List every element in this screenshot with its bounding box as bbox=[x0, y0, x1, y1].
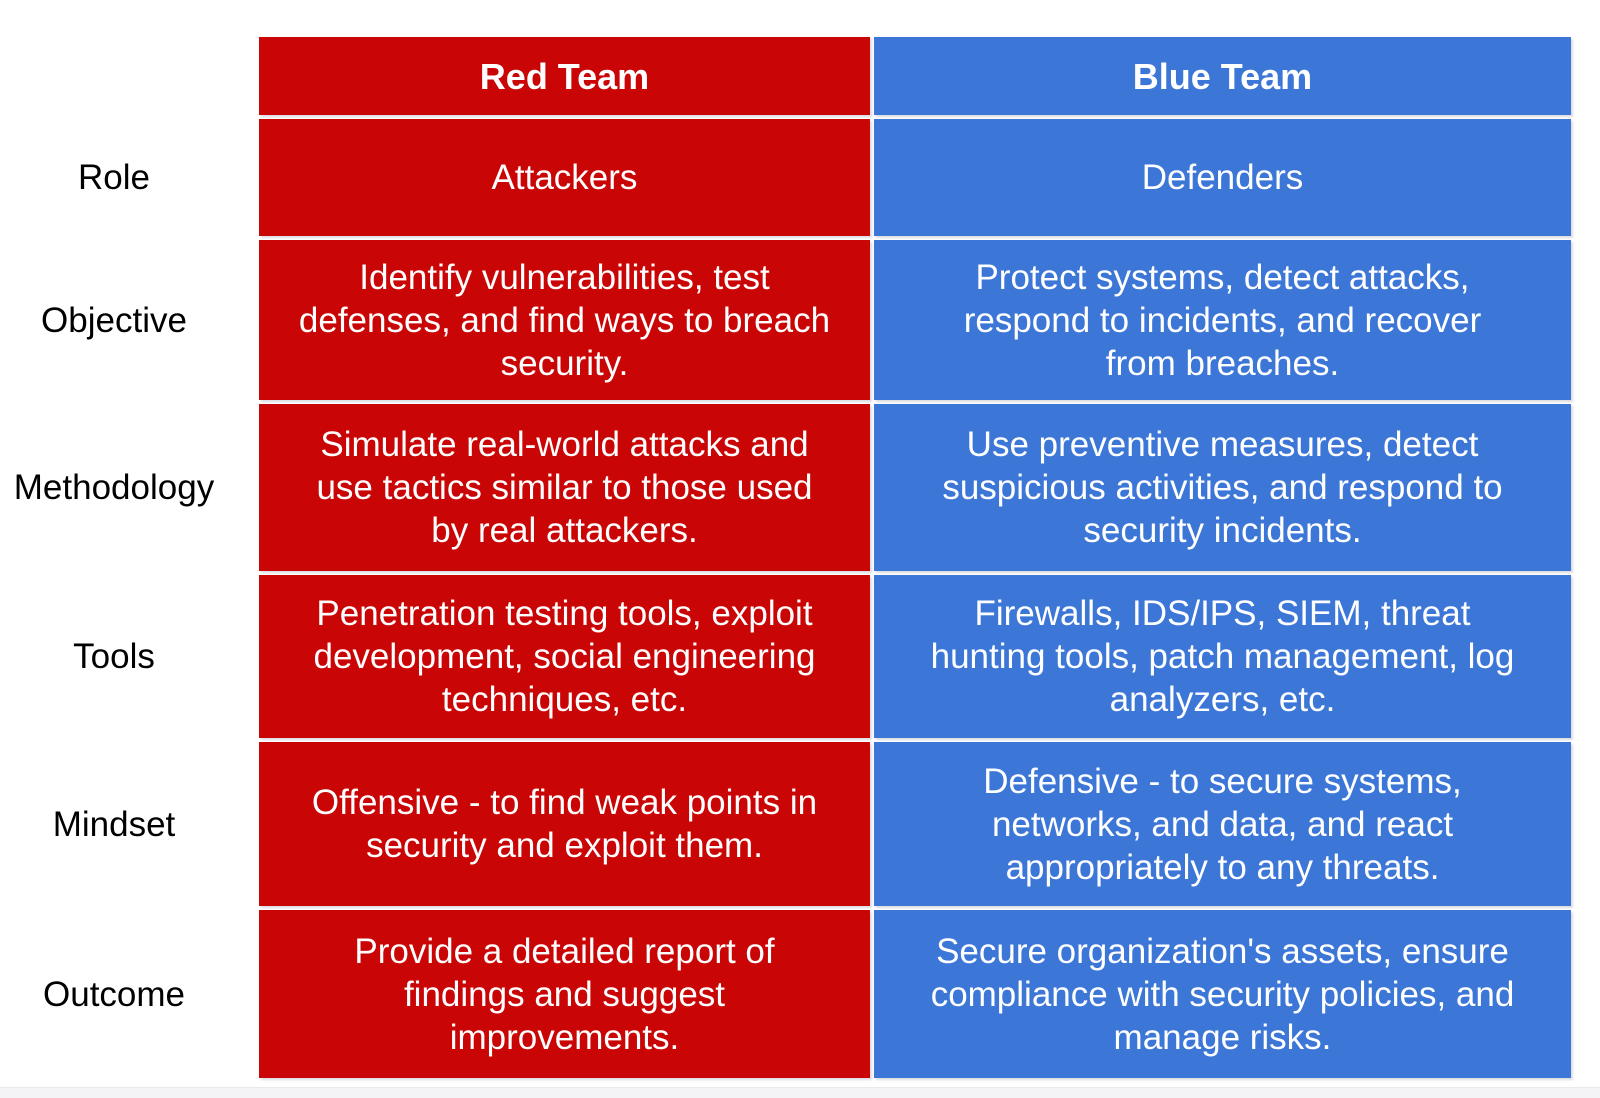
comparison-table: Red Team Blue Team Role Attackers Defend… bbox=[0, 37, 1571, 1078]
blue-team-cell: Secure organization's assets, ensure com… bbox=[874, 910, 1571, 1078]
header-spacer bbox=[0, 37, 255, 115]
red-team-cell: Attackers bbox=[259, 119, 870, 236]
red-team-cell: Offensive - to find weak points in secur… bbox=[259, 742, 870, 906]
red-team-cell: Simulate real-world attacks and use tact… bbox=[259, 404, 870, 571]
blue-team-cell: Defenders bbox=[874, 119, 1571, 236]
blue-team-header: Blue Team bbox=[874, 37, 1571, 115]
blue-team-cell: Defensive - to secure systems, networks,… bbox=[874, 742, 1571, 906]
red-team-cell: Provide a detailed report of findings an… bbox=[259, 910, 870, 1078]
row-label: Objective bbox=[41, 300, 187, 340]
red-team-cell: Identify vulnerabilities, test defenses,… bbox=[259, 240, 870, 400]
row-label: Role bbox=[78, 158, 150, 197]
row-label: Mindset bbox=[52, 804, 176, 844]
red-team-header: Red Team bbox=[259, 37, 870, 115]
blue-team-cell: Protect systems, detect attacks, respond… bbox=[874, 240, 1571, 400]
red-team-cell: Penetration testing tools, exploit devel… bbox=[259, 575, 870, 738]
blue-team-cell: Firewalls, IDS/IPS, SIEM, threat hunting… bbox=[874, 575, 1571, 738]
row-label: Outcome bbox=[43, 974, 185, 1014]
row-label: Methodology bbox=[13, 468, 215, 507]
bottom-strip bbox=[0, 1087, 1600, 1098]
row-label: Tools bbox=[73, 637, 155, 676]
blue-team-cell: Use preventive measures, detect suspicio… bbox=[874, 404, 1571, 571]
